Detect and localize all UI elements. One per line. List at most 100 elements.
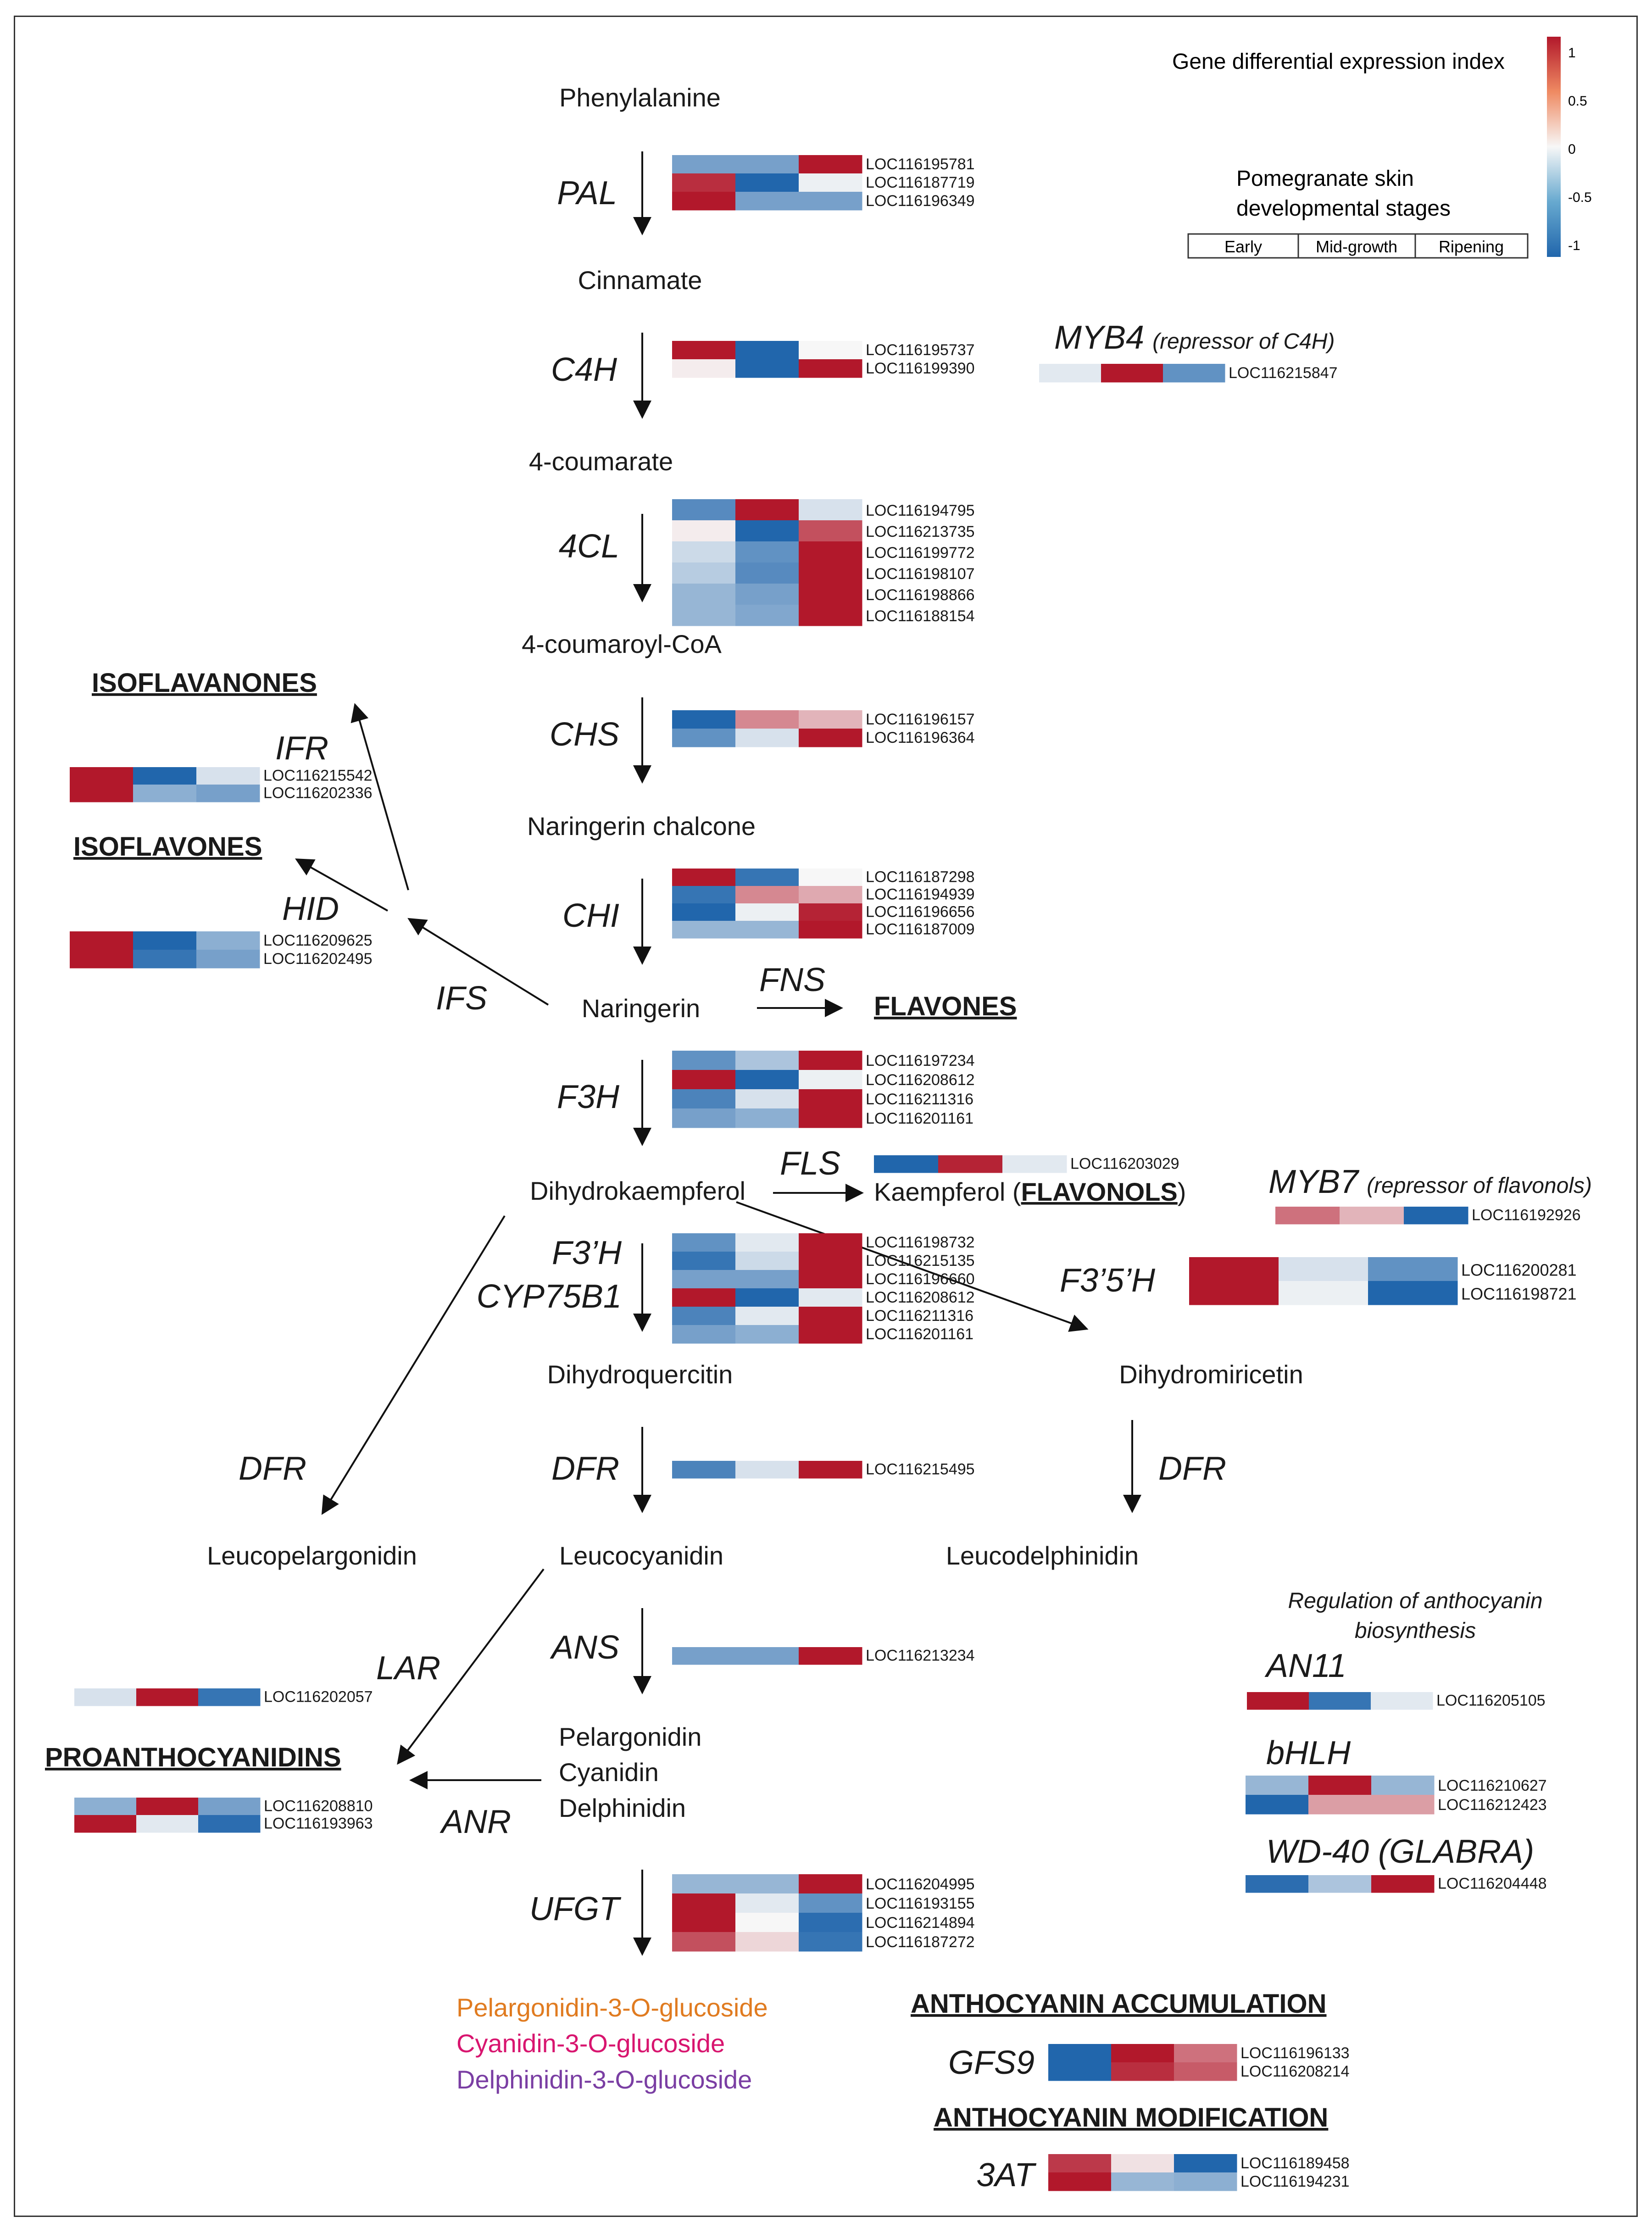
gene-locus-label: LOC116208214 [1240, 2063, 1350, 2080]
enzyme-fls: FLS [780, 1145, 840, 1182]
heatmap-cell [799, 1647, 862, 1665]
heatmap-cell [133, 950, 197, 969]
gene-locus-label: LOC116202057 [264, 1688, 373, 1706]
gene-locus-label: LOC116215135 [866, 1252, 975, 1270]
enzyme-anr: ANR [439, 1804, 511, 1840]
class-flavones: FLAVONES [874, 991, 1017, 1021]
colorbar [1547, 37, 1561, 257]
heatmaps: LOC116195781LOC116187719LOC116196349LOC1… [70, 155, 1581, 2191]
enzyme-bhlh: bHLH [1266, 1735, 1351, 1771]
gene-locus-label: LOC116195781 [866, 156, 975, 173]
heatmap-cell [1174, 2062, 1237, 2081]
heatmap-cell [799, 341, 862, 360]
heatmap-cell [672, 1288, 736, 1307]
compound-phenylalanine: Phenylalanine [559, 83, 721, 112]
gene-locus-label: LOC116208810 [264, 1798, 373, 1815]
figure-frame [14, 16, 1638, 2217]
compound-cinnamate: Cinnamate [578, 266, 702, 295]
heatmap-cell [799, 1051, 862, 1070]
gene-locus-label: LOC116202336 [263, 785, 373, 802]
heatmap-cell [672, 1051, 736, 1070]
enzyme-chi: CHI [562, 897, 619, 934]
gene-locus-label: LOC116204448 [1438, 1875, 1547, 1893]
colorbar-tick: -1 [1568, 238, 1580, 253]
heatmap-cell [735, 605, 799, 626]
gene-locus-label: LOC116196364 [866, 729, 975, 746]
heatmap-cell [799, 1108, 862, 1128]
compound-kaempferol: Kaempferol (FLAVONOLS) [874, 1177, 1186, 1206]
flavonols-label: FLAVONOLS [1021, 1177, 1178, 1206]
gene-locus-label: LOC116213234 [866, 1647, 975, 1665]
heatmap-cell [672, 1108, 736, 1128]
heatmap-cell [735, 729, 799, 747]
heatmap-cell [672, 1307, 736, 1325]
colorbar-tick: 0 [1568, 142, 1576, 157]
heatmap-cell [672, 903, 736, 921]
colorbar-tick: -0.5 [1568, 190, 1592, 205]
heatmap-cell [735, 1325, 799, 1344]
heatmap-cell [1189, 1281, 1279, 1305]
heatmap-an11: LOC116205105 [1247, 1692, 1546, 1710]
compound-dihydroquercitin: Dihydroquercitin [547, 1360, 733, 1389]
class-anthocyanin-modification: ANTHOCYANIN MODIFICATION [934, 2103, 1328, 2133]
heatmap-cell [735, 886, 799, 904]
enzyme-f35h: F3’5’H [1060, 1262, 1156, 1299]
compound-leucocyanidin: Leucocyanidin [559, 1541, 723, 1570]
enzyme-myb4: MYB4(repressor of C4H) [1054, 319, 1335, 356]
heatmap-cell [74, 1688, 137, 1706]
pathway-arrows [295, 151, 1141, 1956]
gene-locus-label: LOC116198721 [1461, 1285, 1577, 1303]
gene-locus-label: LOC116194231 [1240, 2173, 1350, 2190]
stages-title: Pomegranate skin [1236, 167, 1414, 191]
arrow-ifs [407, 918, 549, 1006]
heatmap-cell [672, 1874, 736, 1894]
gene-locus-label: LOC116215542 [263, 767, 373, 785]
heatmap-cell [735, 1270, 799, 1289]
enzyme-f3ph: F3’H [552, 1235, 622, 1271]
product-delphinidin-3-o-glucoside: Delphinidin-3-O-glucoside [456, 2065, 752, 2094]
heatmap-cell [799, 903, 862, 921]
heatmap-cell [799, 1461, 862, 1479]
heatmap-cell [672, 1932, 736, 1952]
heatmap-cell [1039, 364, 1101, 383]
heatmap-cell [672, 341, 736, 360]
heatmap-cell [735, 155, 799, 174]
heatmap-dfr: LOC116215495 [672, 1461, 975, 1479]
heatmap-cell [735, 1647, 799, 1665]
heatmap-cell [735, 562, 799, 584]
heatmap-cell [672, 499, 736, 521]
heatmap-cell [799, 1874, 862, 1894]
heatmap-cell [672, 1325, 736, 1344]
gene-locus-label: LOC116201161 [866, 1110, 973, 1127]
heatmap-cell [74, 1798, 137, 1815]
heatmap-cell [735, 1108, 799, 1128]
heatmap-cell [1368, 1257, 1458, 1281]
stage-label-ripening: Ripening [1439, 237, 1504, 256]
heatmap-cell [799, 520, 862, 542]
gene-locus-label: LOC116213735 [866, 523, 975, 540]
legend-title: Gene differential expression index [1172, 50, 1505, 74]
heatmap-chi: LOC116187298LOC116194939LOC116196656LOC1… [672, 869, 975, 939]
heatmap-cell [672, 710, 736, 729]
enzyme-wd40: WD-40 (GLABRA) [1266, 1833, 1534, 1870]
heatmap-cell [672, 359, 736, 378]
heatmap-cell [1404, 1207, 1468, 1225]
heatmap-cell [1002, 1155, 1067, 1173]
gene-locus-label: LOC116197234 [866, 1052, 975, 1069]
heatmap-cell [672, 729, 736, 747]
heatmap-cell [672, 562, 736, 584]
heatmap-cell [672, 1252, 736, 1270]
heatmap-ans: LOC116213234 [672, 1647, 975, 1665]
enzyme-dfr-center: DFR [551, 1450, 619, 1487]
arrow-lar [397, 1568, 545, 1765]
heatmap-cell [1246, 1795, 1309, 1815]
heatmap-cell [1309, 1692, 1371, 1710]
heatmap-cell [735, 903, 799, 921]
gene-locus-label: LOC116215847 [1229, 364, 1338, 382]
heatmap-ufgt: LOC116204995LOC116193155LOC116214894LOC1… [672, 1874, 975, 1952]
heatmap-cell [799, 1070, 862, 1090]
heatmap-cell [1275, 1207, 1340, 1225]
regulation-title: Regulation of anthocyanin [1288, 1589, 1542, 1613]
heatmap-cell [1246, 1776, 1309, 1795]
